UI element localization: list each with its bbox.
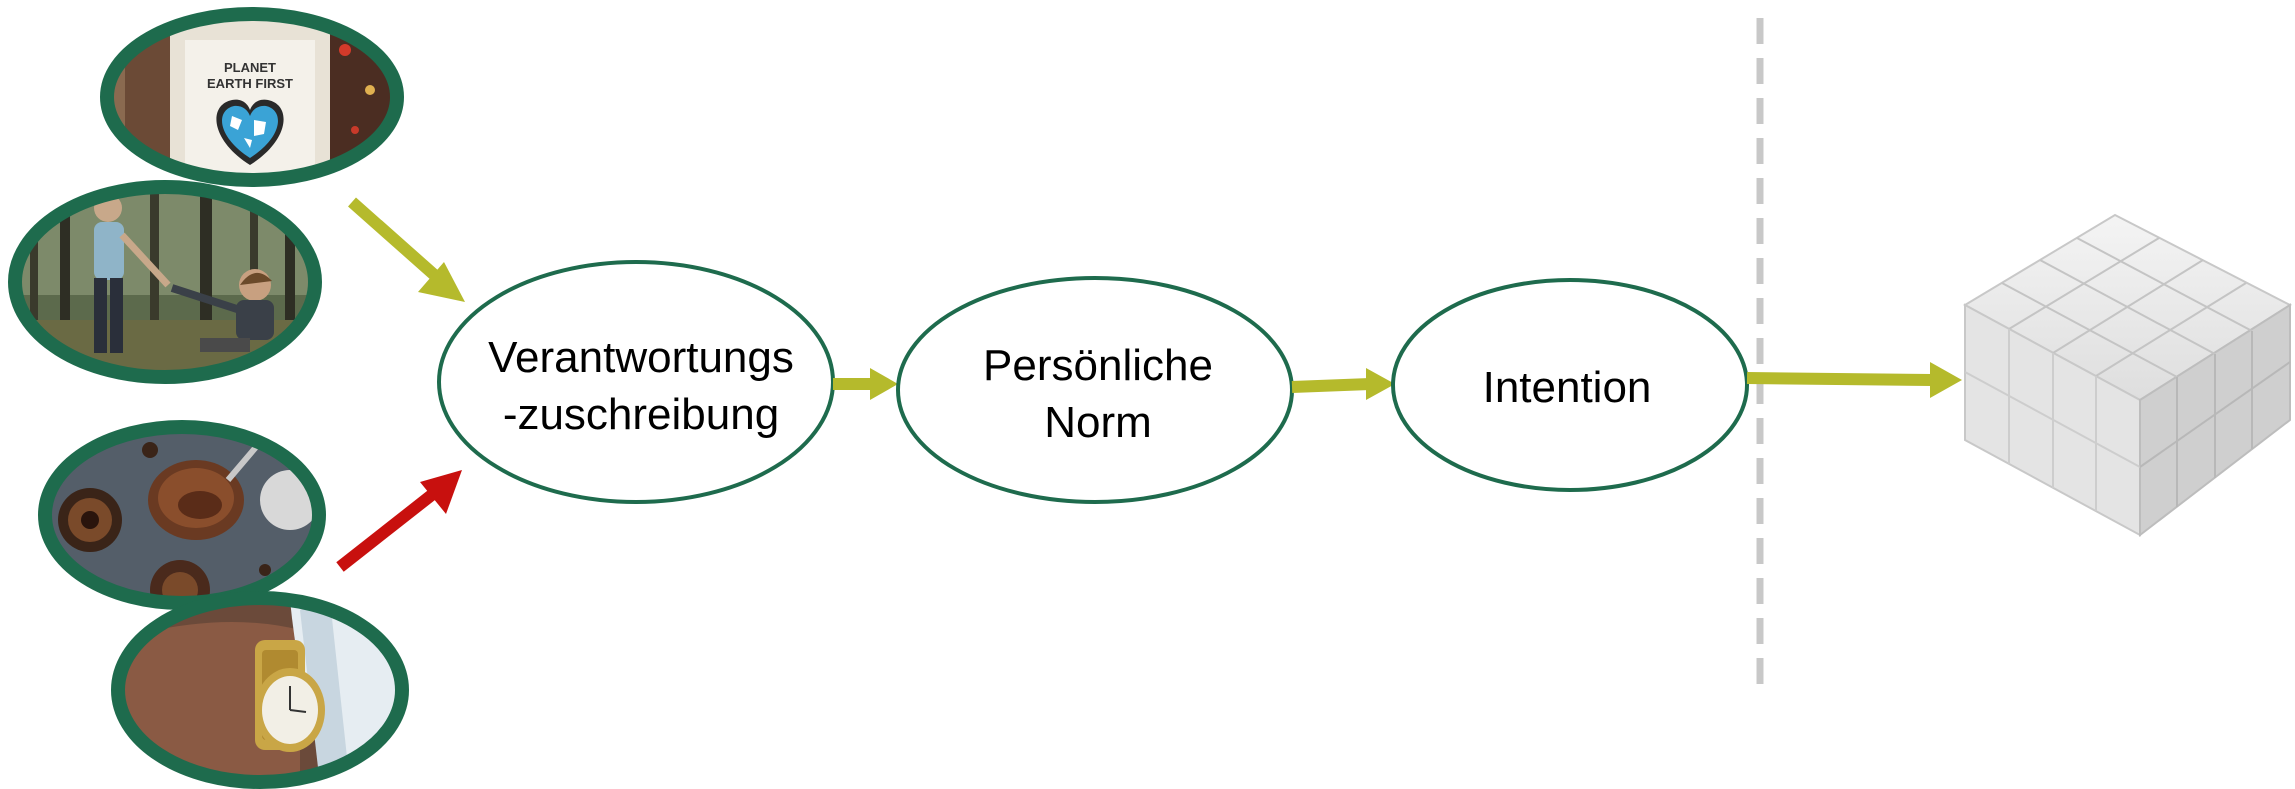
node-verantwortungszuschreibung-line-1: Verantwortungs xyxy=(488,333,794,382)
cube-blocks-icon xyxy=(1962,213,2293,538)
arrow-negative-influence xyxy=(336,470,462,572)
node-verantwortungszuschreibung: Verantwortungs -zuschreibung xyxy=(437,260,835,504)
node-intention-label: Intention xyxy=(1483,363,1652,412)
poster-photo: PLANET EARTH FIRST xyxy=(100,7,404,187)
node-intention: Intention xyxy=(1391,278,1749,492)
poster-line-1: PLANET xyxy=(224,60,276,75)
forest-photo xyxy=(8,180,322,384)
arrow-intention-to-behavior xyxy=(1746,362,1962,398)
node-verantwortungszuschreibung-line-2: -zuschreibung xyxy=(503,390,779,439)
wristwatch-photo xyxy=(111,591,409,789)
heart-globe-icon xyxy=(216,99,284,165)
node-persoenliche-norm-line-2: Norm xyxy=(1044,398,1152,447)
chocolate-photo xyxy=(38,420,326,610)
arrow-positive-influence xyxy=(348,197,465,302)
node-persoenliche-norm: Persönliche Norm xyxy=(896,276,1294,504)
node-persoenliche-norm-line-1: Persönliche xyxy=(983,341,1213,390)
arrow-norm-to-intention xyxy=(1291,368,1395,400)
arrow-verantwortung-to-norm xyxy=(833,368,898,400)
poster-line-2: EARTH FIRST xyxy=(207,76,293,91)
